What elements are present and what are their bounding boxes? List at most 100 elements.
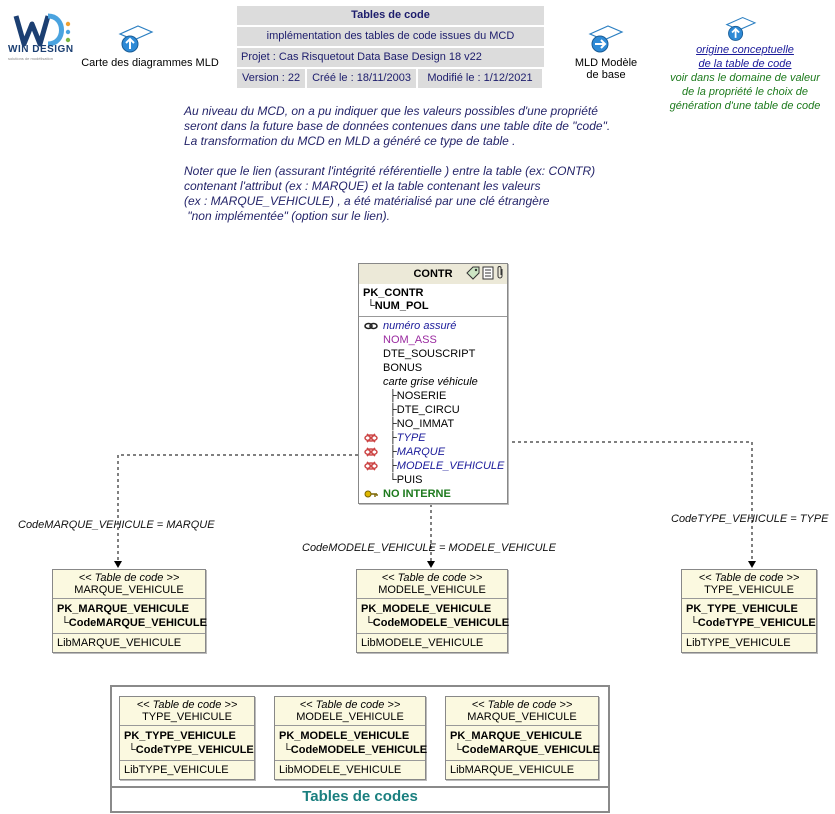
header-title: Tables de code xyxy=(237,6,544,27)
table-pk: PK_MARQUE_VEHICULE xyxy=(57,603,190,615)
link-label-modele: CodeMODELE_VEHICULE = MODELE_VEHICULE xyxy=(302,542,557,554)
desc-line: Au niveau du MCD, on a pu indiquer que l… xyxy=(184,104,598,118)
contr-attr: NO INTERNE xyxy=(359,487,507,501)
origin-link-2[interactable]: de la table de code xyxy=(698,58,792,70)
document-icon xyxy=(482,266,494,280)
origin-up-icon xyxy=(725,16,757,41)
table-pk-field: └CodeMARQUE_VEHICULE xyxy=(61,617,207,629)
table-name: TYPE_VEHICULE xyxy=(142,711,232,723)
header-modified: Modifié le : 1/12/2021 xyxy=(417,69,542,88)
fk-cross-icon xyxy=(364,433,378,443)
header-block: Tables de code implémentation des tables… xyxy=(237,6,544,90)
mld-base-label-1: MLD Modèle xyxy=(574,57,638,69)
group-table-marque-vehicule[interactable]: << Table de code >> MARQUE_VEHICULE PK_M… xyxy=(445,696,600,780)
logo-subtext: solutions de modélisation xyxy=(8,56,53,61)
table-type-vehicule[interactable]: << Table de code >> TYPE_VEHICULE PK_TYP… xyxy=(681,569,817,653)
logo-text: WIN DESIGN xyxy=(8,44,74,55)
mld-base-label-2: de base xyxy=(586,69,626,81)
desc-line: "non implémentée" (option sur le lien). xyxy=(184,209,390,223)
table-pk-field: └CodeMODELE_VEHICULE xyxy=(283,744,428,756)
origin-text-3: génération d'une table de code xyxy=(669,100,821,112)
table-lib: LibMODELE_VEHICULE xyxy=(357,633,507,652)
table-stereotype: << Table de code >> xyxy=(299,699,401,711)
contr-attr: ├DTE_CIRCU xyxy=(389,404,460,416)
table-name: TYPE_VEHICULE xyxy=(704,584,794,596)
diagram-up-icon xyxy=(118,25,154,53)
table-pk: PK_TYPE_VEHICULE xyxy=(124,730,236,742)
key-icon xyxy=(364,490,378,498)
contr-attr: NOM_ASS xyxy=(383,334,437,346)
origin-link-1[interactable]: origine conceptuelle xyxy=(696,44,794,56)
contr-attr: ├NO_IMMAT xyxy=(389,418,455,430)
group-table-type-vehicule[interactable]: << Table de code >> TYPE_VEHICULE PK_TYP… xyxy=(119,696,255,780)
group-separator xyxy=(110,786,610,788)
link-label-marque: CodeMARQUE_VEHICULE = MARQUE xyxy=(18,519,215,531)
diagram-map-link[interactable]: Carte des diagrammes MLD xyxy=(80,22,220,69)
diagram-map-label: Carte des diagrammes MLD xyxy=(81,57,219,69)
header-meta: Version : 22 Créé le : 18/11/2003 Modifi… xyxy=(237,69,544,90)
table-name: MARQUE_VEHICULE xyxy=(467,711,577,723)
table-pk-field: └CodeTYPE_VEHICULE xyxy=(128,744,254,756)
table-lib: LibMODELE_VEHICULE xyxy=(275,760,425,779)
table-pk-field: └CodeMODELE_VEHICULE xyxy=(365,617,510,629)
mld-base-link[interactable]: MLD Modèle de base xyxy=(566,22,646,81)
group-table-modele-vehicule[interactable]: << Table de code >> MODELE_VEHICULE PK_M… xyxy=(274,696,428,780)
contr-attr: ├NOSERIE xyxy=(389,390,447,402)
table-contr-title: CONTR xyxy=(413,268,453,280)
contr-attr: DTE_SOUSCRIPT xyxy=(383,348,476,360)
table-name: MODELE_VEHICULE xyxy=(378,584,486,596)
code-tables-group xyxy=(110,685,610,813)
contr-pk-field: └NUM_POL xyxy=(367,300,429,312)
table-marque-vehicule[interactable]: << Table de code >> MARQUE_VEHICULE PK_M… xyxy=(52,569,207,653)
contr-attr: ├MARQUE xyxy=(359,445,507,459)
windesign-logo xyxy=(13,13,71,47)
fk-cross-icon xyxy=(364,461,378,471)
paperclip-icon xyxy=(497,266,503,279)
table-lib: LibTYPE_VEHICULE xyxy=(682,633,816,652)
header-created: Créé le : 18/11/2003 xyxy=(307,69,416,88)
table-pk: PK_MODELE_VEHICULE xyxy=(279,730,410,742)
table-modele-vehicule[interactable]: << Table de code >> MODELE_VEHICULE PK_M… xyxy=(356,569,510,653)
contr-pk: PK_CONTR xyxy=(363,287,424,299)
tag-icon xyxy=(466,266,480,280)
table-lib: LibTYPE_VEHICULE xyxy=(120,760,254,779)
contr-attr: └PUIS xyxy=(389,474,423,486)
diagram-right-icon xyxy=(588,25,624,53)
desc-line: Noter que le lien (assurant l'intégrité … xyxy=(184,164,596,178)
desc-line: seront dans la future base de données co… xyxy=(184,119,611,133)
link-label-type: CodeTYPE_VEHICULE = TYPE xyxy=(671,513,829,525)
table-contr[interactable]: CONTR PK_CONTR └NUM_POL numéro assuré NO… xyxy=(358,263,508,504)
table-pk-field: └CodeMARQUE_VEHICULE xyxy=(454,744,600,756)
table-name: MODELE_VEHICULE xyxy=(296,711,404,723)
contr-attr: carte grise véhicule xyxy=(383,376,478,388)
table-stereotype: << Table de code >> xyxy=(381,572,483,584)
table-pk: PK_MARQUE_VEHICULE xyxy=(450,730,583,742)
table-pk: PK_MODELE_VEHICULE xyxy=(361,603,492,615)
table-stereotype: << Table de code >> xyxy=(78,572,180,584)
table-stereotype: << Table de code >> xyxy=(136,699,238,711)
group-title: Tables de codes xyxy=(302,788,418,805)
desc-line: (ex : MARQUE_VEHICULE) , a été matériali… xyxy=(184,194,550,208)
table-stereotype: << Table de code >> xyxy=(471,699,573,711)
desc-line: La transformation du MCD en MLD a généré… xyxy=(184,134,516,148)
contr-attr: numéro assuré xyxy=(359,319,507,333)
description: Au niveau du MCD, on a pu indiquer que l… xyxy=(184,104,654,224)
origin-text-1: voir dans le domaine de valeur xyxy=(670,72,820,84)
origin-text-2: de la propriété le choix de xyxy=(682,86,808,98)
table-lib: LibMARQUE_VEHICULE xyxy=(53,633,205,652)
table-name: MARQUE_VEHICULE xyxy=(74,584,184,596)
table-lib: LibMARQUE_VEHICULE xyxy=(446,760,598,779)
table-stereotype: << Table de code >> xyxy=(698,572,800,584)
link-icon xyxy=(364,322,378,330)
contr-attr: ├TYPE xyxy=(359,431,507,445)
fk-cross-icon xyxy=(364,447,378,457)
contr-attr: ├MODELE_VEHICULE xyxy=(359,459,507,473)
header-subtitle: implémentation des tables de code issues… xyxy=(237,27,544,48)
table-pk: PK_TYPE_VEHICULE xyxy=(686,603,798,615)
contr-attr: BONUS xyxy=(383,362,423,374)
desc-line: contenant l'attribut (ex : MARQUE) et la… xyxy=(184,179,541,193)
header-project: Projet : Cas Risquetout Data Base Design… xyxy=(237,48,544,69)
header-version: Version : 22 xyxy=(237,69,306,88)
table-pk-field: └CodeTYPE_VEHICULE xyxy=(690,617,816,629)
origin-block: origine conceptuelle de la table de code… xyxy=(660,43,830,113)
